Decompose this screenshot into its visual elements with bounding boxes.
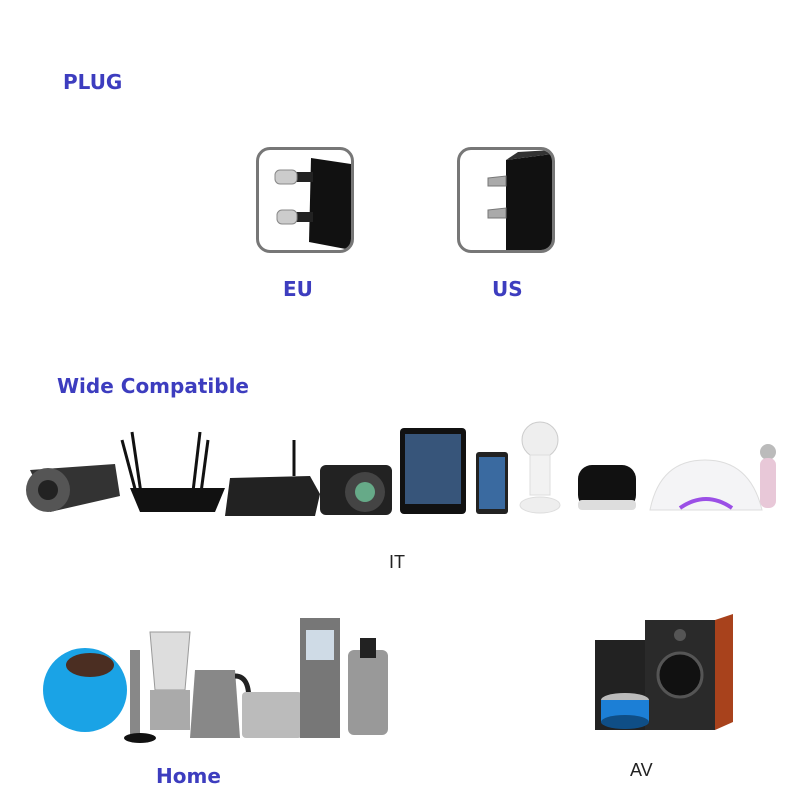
bluetooth-speaker-icon	[601, 693, 649, 729]
us-plug-icon	[487, 150, 552, 250]
security-camera-icon	[26, 464, 120, 512]
us-label: US	[492, 277, 523, 301]
blue-speaker-icon	[43, 648, 127, 732]
toaster-icon	[242, 692, 302, 738]
beauty-device-icon	[760, 444, 776, 508]
kettle-icon	[190, 670, 252, 738]
hand-blender-icon	[124, 650, 156, 743]
av-speakers-image	[595, 614, 733, 730]
smartphone-icon	[476, 452, 508, 514]
it-label: IT	[389, 552, 405, 572]
breast-pump-icon	[519, 421, 636, 514]
home-appliances-image	[43, 618, 388, 743]
nail-uv-lamp-icon	[649, 459, 763, 511]
it-devices-image	[26, 421, 776, 516]
coffee-maker-icon	[300, 618, 340, 738]
eu-plug-icon	[274, 158, 351, 250]
dslr-camera-icon	[320, 465, 392, 515]
eu-plug-image	[256, 147, 354, 253]
av-label: AV	[630, 760, 653, 780]
tv-box-icon	[225, 440, 320, 516]
us-plug-image	[457, 147, 555, 253]
tablet-icon	[400, 428, 466, 514]
blender-icon	[149, 631, 191, 730]
compatible-heading: Wide Compatible	[57, 374, 249, 398]
eu-label: EU	[283, 277, 313, 301]
home-label: Home	[156, 764, 221, 788]
plug-heading: PLUG	[63, 70, 123, 94]
wifi-router-icon	[120, 431, 225, 512]
juicer-icon	[348, 638, 388, 735]
